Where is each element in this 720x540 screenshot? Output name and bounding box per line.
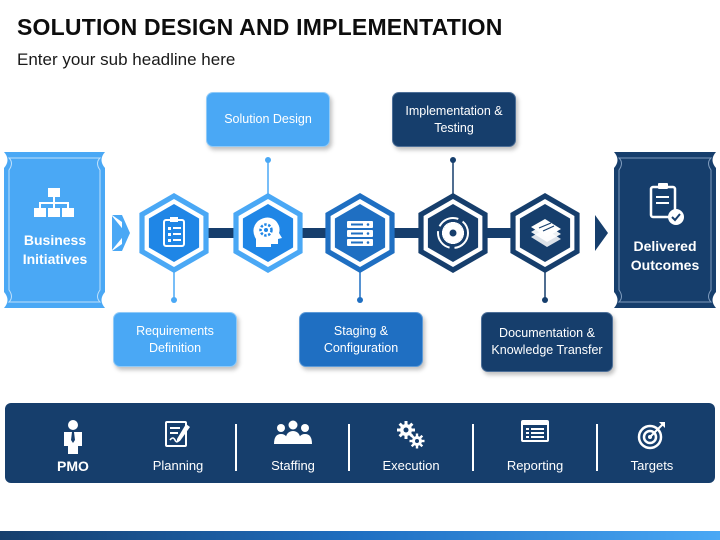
bar-item-targets[interactable]: Targets	[597, 403, 707, 483]
bar-divider	[348, 424, 350, 471]
start-label: Business Initiatives	[22, 232, 88, 267]
bottom-bar: PMO Planning Staffing	[5, 403, 715, 483]
gears-icon	[397, 421, 425, 449]
bar-label: Targets	[630, 458, 674, 473]
bar-item-reporting[interactable]: Reporting	[480, 403, 590, 483]
page-subtitle: Enter your sub headline here	[17, 50, 236, 69]
bar-divider	[596, 424, 598, 471]
step-label: Solution Design	[224, 112, 312, 126]
org-chart-icon	[34, 188, 74, 217]
bar-label: Reporting	[506, 458, 564, 473]
bar-item-staffing[interactable]: Staffing	[238, 403, 348, 483]
footer-stripe	[0, 531, 720, 540]
server-stack-icon	[347, 221, 373, 246]
checklist-clipboard-icon	[163, 217, 185, 247]
step-box-documentation-knowledge-transfer[interactable]: Documentation & Knowledge Transfer	[481, 312, 613, 372]
head-gear-icon	[253, 217, 282, 247]
step-connector-dot	[357, 297, 363, 303]
process-flow	[4, 152, 716, 308]
page-title: SOLUTION DESIGN AND IMPLEMENTATION	[17, 14, 503, 40]
target-icon	[637, 422, 665, 450]
report-icon	[521, 420, 549, 442]
step-connector-dot	[542, 297, 548, 303]
step-hexagon-4[interactable]	[418, 157, 488, 273]
step-hexagon-1[interactable]	[139, 193, 209, 303]
bar-label: Execution	[382, 458, 440, 473]
bar-label: Planning	[152, 458, 204, 473]
gear-cycle-icon	[437, 217, 469, 249]
step-box-requirements-definition[interactable]: Requirements Definition	[113, 312, 237, 367]
step-box-implementation-testing[interactable]: Implementation & Testing	[392, 92, 516, 147]
bar-label: PMO	[57, 458, 89, 474]
end-label: Delivered Outcomes	[630, 238, 700, 273]
start-ticket-shape	[4, 152, 105, 308]
start-arrow	[112, 215, 130, 251]
checked-clipboard-icon	[649, 183, 684, 225]
step-hexagon-3[interactable]	[325, 193, 395, 303]
end-arrow	[595, 215, 608, 251]
bar-divider	[235, 424, 237, 471]
planning-icon	[165, 421, 190, 447]
step-box-solution-design[interactable]: Solution Design	[206, 92, 330, 147]
person-icon	[64, 420, 82, 454]
bar-item-pmo[interactable]: PMO	[18, 403, 128, 483]
step-label: Documentation & Knowledge Transfer	[491, 326, 603, 357]
step-connector-dot	[171, 297, 177, 303]
step-hexagon-2[interactable]	[233, 157, 303, 273]
bar-label: Staffing	[271, 458, 315, 473]
step-label: Staging & Configuration	[323, 323, 399, 355]
step-connector-dot	[450, 157, 456, 163]
bar-item-execution[interactable]: Execution	[356, 403, 466, 483]
step-hexagon-5[interactable]	[510, 193, 580, 303]
end-ticket-shape	[614, 152, 716, 308]
step-connector-dot	[265, 157, 271, 163]
bar-item-planning[interactable]: Planning	[123, 403, 233, 483]
step-box-staging-configuration[interactable]: Staging & Configuration	[299, 312, 423, 367]
bar-divider	[472, 424, 474, 471]
step-label: Implementation & Testing	[405, 103, 503, 135]
documents-icon	[531, 219, 561, 247]
step-label: Requirements Definition	[136, 323, 214, 355]
team-icon	[274, 420, 312, 444]
